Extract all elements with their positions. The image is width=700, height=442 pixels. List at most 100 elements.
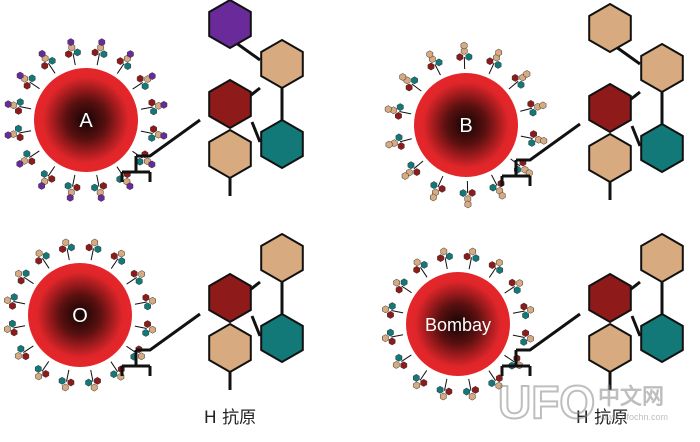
linker-bracket — [120, 118, 201, 182]
antigen-teal-dot — [64, 181, 72, 190]
antigen-stem — [520, 135, 533, 139]
antigen-teal-dot — [94, 245, 102, 254]
antigen-teal-dot — [430, 181, 438, 189]
antigen-teal-dot — [100, 50, 108, 59]
antigen-terminal-dot — [126, 182, 134, 191]
antigen-red-dot — [9, 302, 16, 310]
sugar-dark-red-hex — [588, 272, 632, 324]
antigen-red-dot — [41, 61, 49, 70]
antigen-tan-dot — [516, 279, 524, 287]
antigen-terminal-dot — [16, 71, 24, 80]
antigen-stem — [13, 325, 26, 329]
watermark: UFO 中文网 www.ufochn.com — [497, 375, 668, 429]
antigen-terminal-dot — [540, 136, 548, 145]
antigen-teal-dot — [68, 243, 75, 252]
antigen-terminal-dot — [38, 49, 46, 58]
antigen-stem — [504, 286, 515, 294]
panel-b: B — [384, 2, 684, 209]
antigen-stem — [42, 258, 50, 269]
antigen-stem — [110, 258, 119, 269]
antigen-stem — [520, 107, 533, 112]
antigen-tan-dot — [413, 258, 421, 267]
antigen-stem — [391, 310, 404, 314]
antigen-terminal-dot — [16, 160, 24, 168]
antigen-red-dot — [144, 320, 151, 328]
antigen-teal-dot — [517, 80, 525, 89]
antigen-stem — [508, 80, 519, 90]
antigen-stem — [399, 138, 412, 143]
antigen-teal-dot — [395, 353, 403, 362]
antigen-red-dot — [522, 329, 529, 337]
watermark-cn-text: 中文网 — [598, 384, 664, 409]
sugar-tan-base-hex — [588, 132, 632, 184]
antigen-terminal-dot — [426, 50, 434, 59]
sugar-tan-mid-hex — [260, 232, 304, 284]
antigen-teal-dot — [16, 98, 24, 106]
antigen-teal-dot — [28, 74, 36, 83]
antigen-stem — [401, 285, 412, 294]
antigen-red-dot — [130, 269, 138, 278]
chain-bombay — [500, 232, 684, 390]
antigen-terminal-dot — [523, 70, 531, 78]
red-blood-cell-a — [34, 68, 138, 172]
antigen-tan-dot — [382, 305, 389, 314]
sugar-tan-mid-hex — [260, 38, 304, 90]
antigen-stem — [437, 175, 444, 188]
antigen-tan-dot — [393, 278, 400, 287]
antigen-red-dot — [10, 328, 18, 337]
antigen-teal-dot — [400, 278, 408, 287]
panel-a: A — [4, 0, 304, 202]
antigen-stem — [90, 248, 94, 261]
antigen-stem — [134, 325, 147, 329]
antigen-terminal-dot — [38, 182, 46, 190]
caption-h-antigen-bombay: H 抗原 — [576, 408, 628, 428]
antigen-teal-dot — [472, 254, 480, 263]
panel-bombay: Bombay H 抗原 — [382, 232, 684, 428]
antigen-teal-dot — [148, 134, 156, 142]
antigen-tan-dot — [468, 392, 476, 401]
sugar-terminal-hex — [208, 0, 252, 50]
antigen-red-dot — [438, 184, 446, 193]
antigen-red-dot — [486, 57, 494, 66]
antigen-stem — [512, 310, 525, 314]
antigen-tan-dot — [413, 381, 421, 390]
antigen-stem — [126, 277, 137, 285]
antigen-red-dot — [15, 107, 22, 115]
antigen-red-dot — [100, 182, 107, 190]
antigen-tan-dot — [14, 352, 22, 360]
sugar-teal-hex — [260, 312, 304, 364]
sugar-dark-red-hex — [208, 78, 252, 130]
antigen-terminal-dot — [148, 160, 156, 169]
chain-o — [120, 232, 304, 390]
antigen-stem — [491, 174, 498, 186]
antigen-tan-dot — [495, 381, 503, 390]
antigen-teal-dot — [420, 260, 428, 269]
antigen-teal-dot — [494, 61, 502, 69]
antigen-terminal-dot — [4, 100, 12, 109]
antigen-teal-dot — [388, 302, 396, 310]
antigen-stem — [23, 345, 34, 353]
antigen-teal-dot — [74, 48, 81, 57]
antigen-red-dot — [508, 278, 516, 287]
antigen-tan-dot — [495, 258, 503, 267]
antigen-stem — [90, 369, 94, 382]
antigen-red-dot — [28, 157, 36, 166]
antigen-stem — [444, 378, 448, 391]
antigen-terminal-dot — [160, 100, 168, 109]
antigen-red-dot — [148, 98, 156, 107]
sugar-tan-mid-hex — [640, 232, 684, 284]
sugar-tan-mid-hex — [640, 42, 684, 94]
antigen-red-dot — [405, 83, 413, 92]
antigen-tan-dot — [138, 270, 146, 278]
antigen-teal-dot — [528, 139, 536, 147]
antigen-stem — [96, 174, 100, 187]
chain-b — [500, 2, 684, 200]
antigen-terminal-dot — [460, 41, 468, 50]
sugar-tan-base-hex — [588, 322, 632, 374]
antigen-terminal-dot — [399, 73, 407, 81]
antigen-stem — [504, 354, 515, 363]
sugar-terminal-hex — [588, 2, 632, 54]
antigen-teal-dot — [459, 189, 467, 197]
antigen-red-dot — [395, 285, 403, 294]
